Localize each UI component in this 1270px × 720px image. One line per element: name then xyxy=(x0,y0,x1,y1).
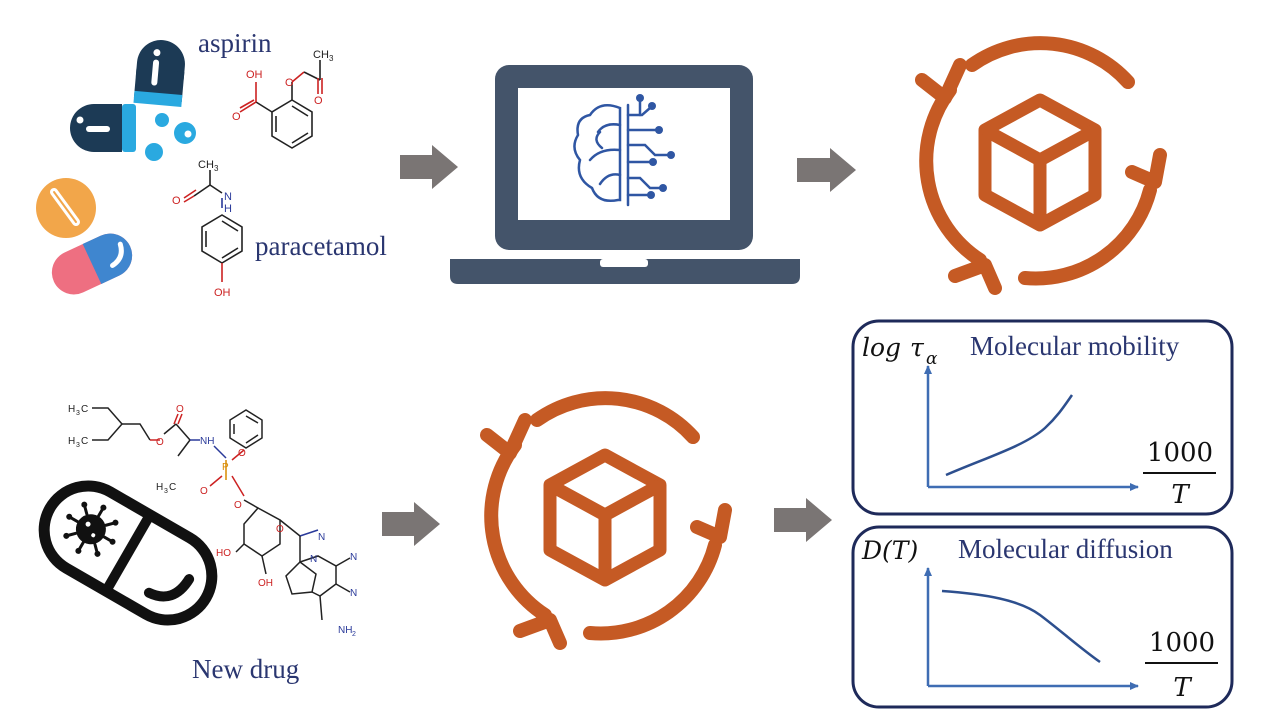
virus-icon xyxy=(63,501,119,557)
atom-label: 3 xyxy=(164,488,168,495)
atom-label: NH xyxy=(200,436,214,447)
atom-label: CH xyxy=(198,159,214,171)
atom-label: O xyxy=(200,486,208,497)
cube-cycle-icon xyxy=(922,43,1160,288)
paracetamol-label: paracetamol xyxy=(255,231,387,261)
aspirin-structure xyxy=(239,60,323,149)
mobility-y-symbol: τ xyxy=(910,333,925,362)
atom-label: O xyxy=(285,77,294,89)
atom-label: O xyxy=(238,448,246,459)
new-drug-structure xyxy=(92,407,351,621)
mobility-curve xyxy=(945,394,1074,477)
mobility-title: Molecular mobility xyxy=(970,331,1180,361)
diffusion-x-numerator: 1000 xyxy=(1149,628,1215,658)
atom-label: O xyxy=(176,404,184,415)
atom-label: N xyxy=(350,552,357,563)
atom-label: 2 xyxy=(352,631,356,638)
atom-label: O xyxy=(172,195,181,207)
diffusion-curve xyxy=(941,589,1101,664)
paracetamol-structure xyxy=(183,170,243,282)
mobility-chart-panel: log τ α Molecular mobility 1000 T xyxy=(851,319,1234,516)
atom-label: H xyxy=(68,436,75,447)
mobility-y-label: log xyxy=(862,333,901,362)
atom-label: NH xyxy=(338,625,352,636)
pills-cluster xyxy=(36,40,196,295)
mobility-x-denominator: T xyxy=(1171,480,1190,510)
arrow-right-icon xyxy=(382,502,440,546)
atom-label: H xyxy=(224,203,232,215)
atom-label: 3 xyxy=(214,164,219,173)
atom-label: 3 xyxy=(76,410,80,417)
mobility-x-numerator: 1000 xyxy=(1147,438,1213,468)
arrow-right-icon xyxy=(774,498,832,542)
atom-label: O xyxy=(276,524,284,535)
atom-label: P xyxy=(222,462,229,473)
atom-label: OH xyxy=(258,578,273,589)
laptop-icon xyxy=(450,65,800,284)
pill-icon xyxy=(70,104,136,152)
diffusion-title: Molecular diffusion xyxy=(958,534,1173,564)
atom-label: OH xyxy=(246,69,263,81)
arrow-right-icon xyxy=(797,148,856,192)
atom-label: N xyxy=(318,532,325,543)
virus-capsule-icon xyxy=(38,480,218,626)
mobility-y-subscript: α xyxy=(926,349,938,369)
atom-label: CH xyxy=(313,49,329,61)
atom-label: OH xyxy=(214,287,231,299)
atom-label: O xyxy=(232,111,241,123)
pill-dot xyxy=(145,143,163,161)
new-drug-label: New drug xyxy=(192,654,299,684)
pill-icon xyxy=(133,40,185,107)
cube-cycle-icon xyxy=(487,398,725,643)
atom-label: H xyxy=(156,482,163,493)
diffusion-y-label: D(T) xyxy=(861,536,918,565)
brain-circuit-icon xyxy=(573,98,670,207)
atom-label: 3 xyxy=(76,442,80,449)
atom-label: 3 xyxy=(329,54,334,63)
atom-label: H xyxy=(68,404,75,415)
atom-label: C xyxy=(81,404,88,415)
atom-label: O xyxy=(314,95,323,107)
diffusion-x-denominator: T xyxy=(1173,673,1192,703)
atom-label: N xyxy=(224,191,232,203)
atom-label: HO xyxy=(216,548,231,559)
aspirin-label: aspirin xyxy=(198,28,272,58)
atom-label: C xyxy=(169,482,176,493)
diffusion-chart-panel: D(T) Molecular diffusion 1000 T xyxy=(851,525,1234,709)
brain-circuit-nodes xyxy=(636,94,675,199)
round-pill-icon xyxy=(36,178,96,238)
capsule-icon xyxy=(51,233,133,295)
atom-label: O xyxy=(156,437,164,448)
atom-label: N xyxy=(350,588,357,599)
atom-label: O xyxy=(234,500,242,511)
pill-dot xyxy=(155,113,169,127)
atom-label: N xyxy=(310,554,317,565)
arrow-right-icon xyxy=(400,145,458,189)
atom-label: C xyxy=(81,436,88,447)
